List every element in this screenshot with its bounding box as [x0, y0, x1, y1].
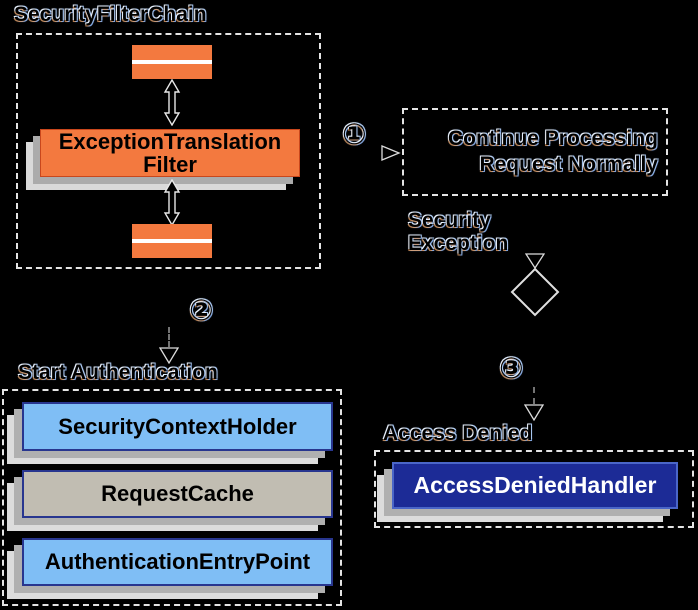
security-context-holder-label: SecurityContextHolder	[58, 413, 297, 439]
access-denied-label: Access Denied	[383, 422, 533, 445]
continue-processing-box: Continue Processing Request Normally	[402, 108, 668, 196]
security-exception-line2: Exception	[408, 232, 509, 255]
security-exception-line1: Security	[408, 209, 491, 232]
step2-badge: ②	[189, 295, 214, 327]
continue-processing-line2: Request Normally	[479, 153, 658, 176]
start-authentication-label: Start Authentication	[18, 361, 218, 384]
filter-bar	[132, 45, 212, 60]
request-cache-label: RequestCache	[101, 481, 254, 506]
decision-diamond-icon	[510, 267, 560, 317]
filter-bar	[132, 224, 212, 239]
authentication-entry-point-label: AuthenticationEntryPoint	[44, 549, 311, 574]
arrowhead-down-icon	[159, 347, 179, 364]
access-denied-box	[374, 450, 694, 528]
request-cache-box: RequestCache	[22, 470, 333, 518]
start-authentication-box	[2, 389, 342, 606]
step1-badge: ①	[342, 119, 367, 151]
arrowhead-down-icon	[524, 404, 544, 421]
step3-connector-line	[533, 387, 535, 404]
security-filter-chain-title: SecurityFilterChain	[14, 3, 207, 26]
security-context-holder-box: SecurityContextHolder	[22, 402, 333, 451]
arrowhead-right-icon	[381, 145, 401, 161]
filter-chain-bars-top	[132, 45, 212, 79]
filter-chain-bars-bottom	[132, 224, 212, 258]
security-exception-label: Security Exception	[408, 209, 508, 255]
authentication-entry-point-box: AuthenticationEntryPoint	[22, 538, 333, 586]
step2-connector-line	[168, 327, 170, 347]
step3-badge: ③	[499, 353, 524, 385]
double-arrow-icon	[163, 79, 181, 126]
continue-processing-line1: Continue Processing	[447, 127, 658, 150]
access-denied-handler-label: AccessDeniedHandler	[413, 472, 657, 498]
filter-bar-gap	[132, 239, 212, 243]
filter-box-label-line1: ExceptionTranslation	[58, 129, 282, 154]
double-arrow-icon	[163, 179, 181, 226]
filter-box-label-line2: Filter	[143, 152, 197, 177]
exception-translation-filter-box: ExceptionTranslation Filter	[40, 129, 300, 177]
security-filter-chain-box	[16, 33, 321, 269]
access-denied-handler-box: AccessDeniedHandler	[392, 462, 678, 509]
arrowhead-down-icon	[525, 253, 545, 269]
filter-bar-gap	[132, 60, 212, 64]
filter-bar	[132, 64, 212, 79]
filter-bar	[132, 243, 212, 258]
